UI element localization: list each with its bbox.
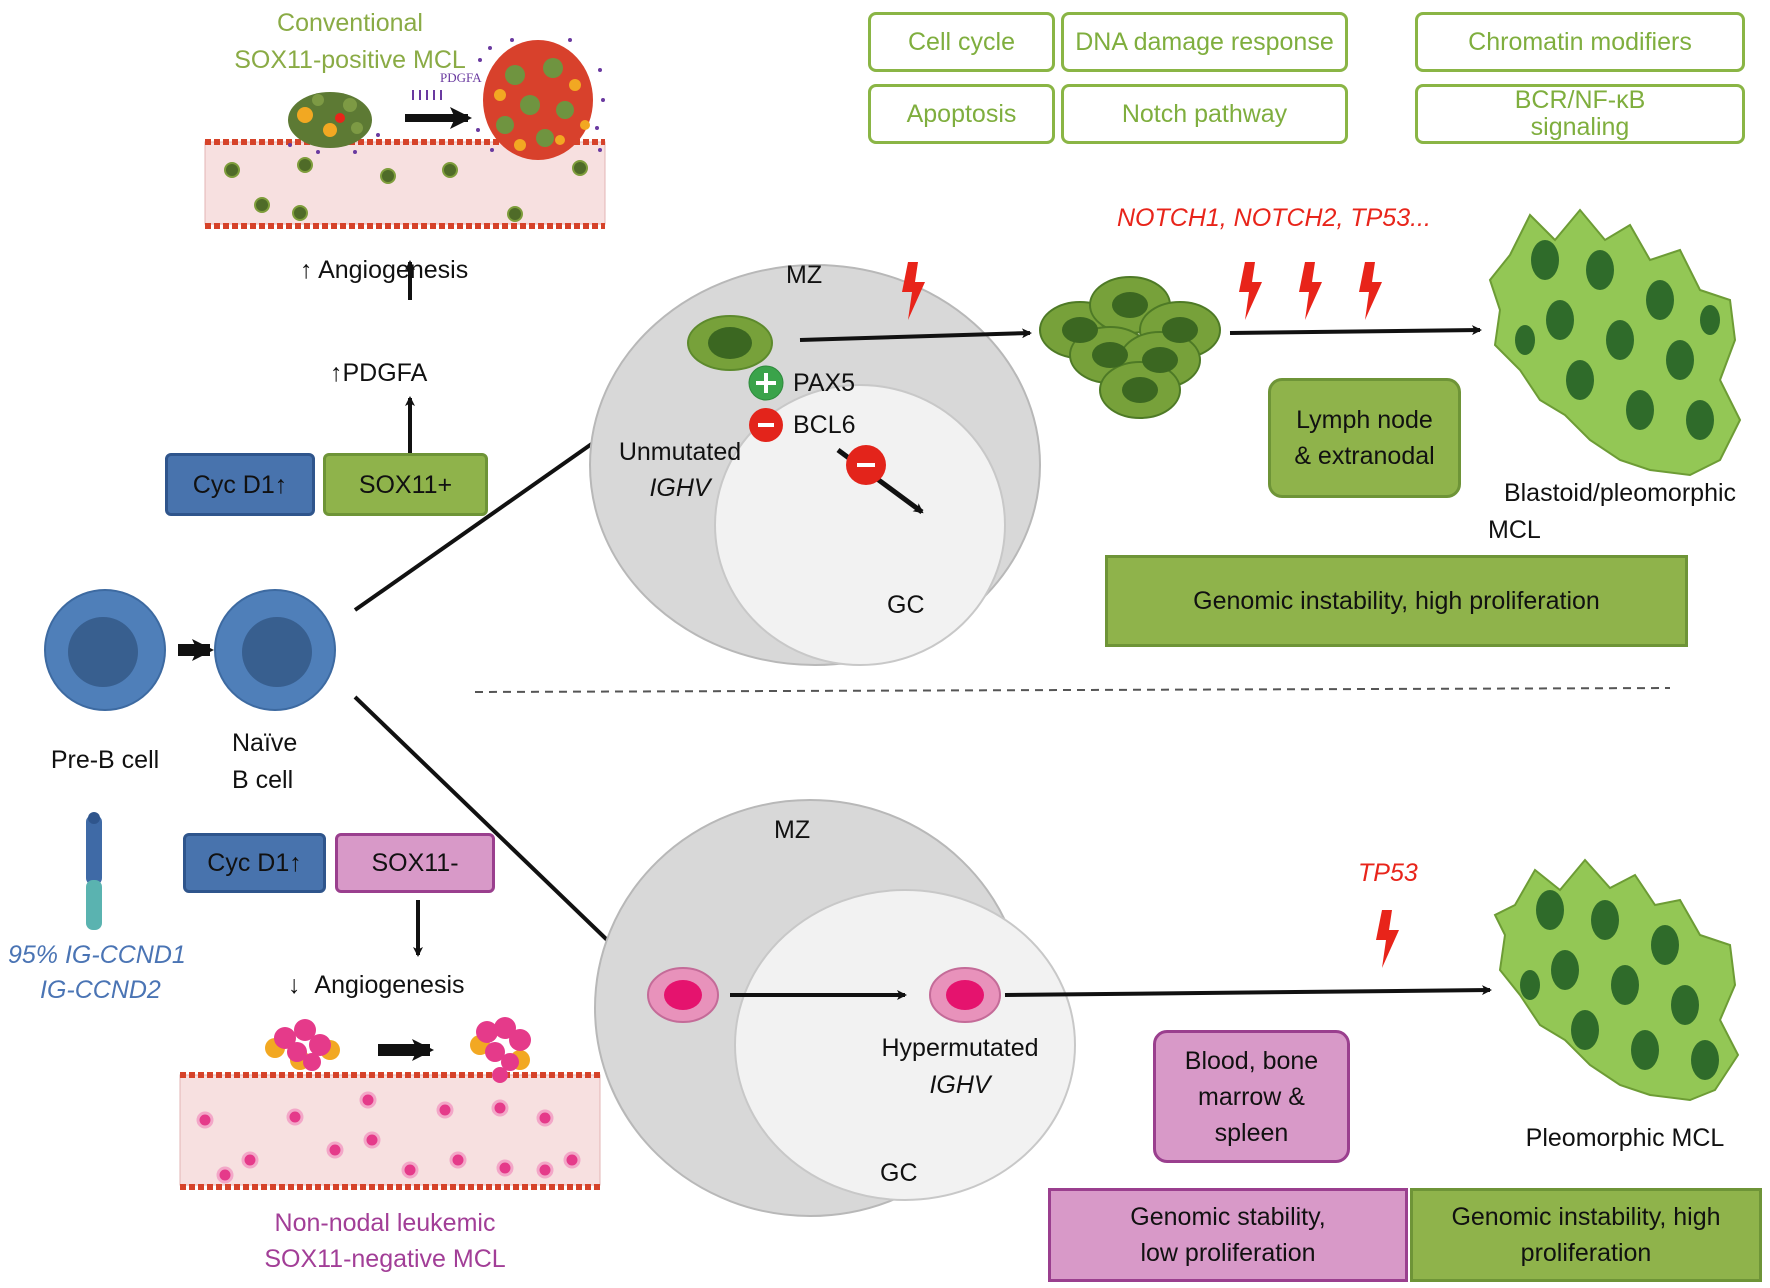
sox11-positive-box: SOX11+ xyxy=(323,453,488,516)
title-conventional-line1: Conventional xyxy=(277,9,423,37)
pleomorphic-label: Pleomorphic MCL xyxy=(1525,1124,1725,1152)
pre-b-label: Pre-B cell xyxy=(50,746,160,774)
pathway-apoptosis: Apoptosis xyxy=(868,84,1055,144)
lymph-node-line2: & extranodal xyxy=(1294,442,1435,470)
mz-cell-pink xyxy=(647,967,719,1023)
pdgfa-dots xyxy=(412,90,442,100)
title-leukemic-line1: Non-nodal leukemic xyxy=(274,1209,496,1237)
mz-label-lower: MZ xyxy=(774,816,811,844)
mz-cell-green-upper xyxy=(687,315,773,371)
follicle-upper xyxy=(589,264,1041,666)
naive-label-line1: Naïve xyxy=(232,729,298,757)
title-leukemic-line2: SOX11-negative MCL xyxy=(264,1245,506,1273)
gc-cell-pink xyxy=(929,967,1001,1023)
stable-line2: low proliferation xyxy=(1140,1239,1316,1267)
mz-label-upper: MZ xyxy=(786,261,823,289)
lymph-node-box: Lymph node & extranodal xyxy=(1268,378,1461,498)
angiogenesis-label: Angiogenesis xyxy=(318,256,469,284)
minus-badge xyxy=(749,408,783,442)
cyc-d1-box-top: Cyc D1↑ xyxy=(165,453,315,516)
tumor-cluster-pink-small xyxy=(265,1019,340,1071)
blood-bone-marrow-box: Blood, bone marrow & spleen xyxy=(1153,1030,1350,1163)
lymph-node-line1: Lymph node xyxy=(1296,406,1433,434)
angiogenesis-label-bottom: Angiogenesis xyxy=(314,971,465,999)
unmutated-label: Unmutated xyxy=(618,438,742,466)
down-arrow-glyph: ↓ xyxy=(288,971,301,999)
chromosome-icon xyxy=(86,812,102,930)
arrow-mz-to-cluster xyxy=(799,328,1032,342)
translocation-line2: IG-CCND2 xyxy=(40,976,161,1004)
separator-dashed xyxy=(474,687,1671,693)
blood-line3: spleen xyxy=(1214,1118,1289,1147)
tumor-cluster-small xyxy=(288,92,372,148)
pdgfa-small-label: PDGFA xyxy=(440,70,482,85)
pleomorphic-mcl-cluster xyxy=(1493,858,1740,1102)
minus-badge-inhibition xyxy=(846,445,886,485)
vessel-bottom xyxy=(179,1017,601,1190)
green-cluster xyxy=(1039,276,1221,419)
mutations-label-upper: NOTCH1, NOTCH2, TP53... xyxy=(1117,204,1431,232)
ighv-label-upper: IGHV xyxy=(649,474,711,502)
translocation-line1: 95% IG-CCND1 xyxy=(8,941,186,969)
unstable-line1: Genomic instability, high xyxy=(1451,1203,1721,1231)
angiogenesis-up: ↑ Angiogenesis xyxy=(300,255,468,285)
naive-label-line2: B cell xyxy=(232,766,294,794)
pathway-chromatin: Chromatin modifiers xyxy=(1415,12,1745,72)
vegf-scatter xyxy=(288,38,605,154)
tumor-cluster-pink-large xyxy=(470,1017,531,1083)
pathway-bcr: BCR/NF-κB signaling xyxy=(1415,84,1745,144)
up-arrow-glyph: ↑ xyxy=(300,256,313,284)
blood-line1: Blood, bone xyxy=(1184,1046,1319,1075)
vessel-top xyxy=(204,38,606,229)
blood-line2: marrow & xyxy=(1198,1082,1305,1111)
pre-b-cell-shape xyxy=(44,589,166,711)
arrow-cluster-to-blastoid xyxy=(1229,325,1482,336)
pdgfa-up: ↑PDGFA xyxy=(330,358,427,388)
naive-b-cell-shape xyxy=(214,589,336,711)
genomic-instability-lower: Genomic instability, high proliferation xyxy=(1410,1188,1762,1282)
bcl6-label: BCL6 xyxy=(793,411,856,439)
genomic-instability-upper: Genomic instability, high proliferation xyxy=(1105,555,1688,647)
stable-line1: Genomic stability, xyxy=(1130,1203,1326,1231)
angiogenesis-down: ↓ Angiogenesis xyxy=(288,970,465,1000)
unstable-line2: proliferation xyxy=(1520,1239,1652,1267)
vessel-top-cells xyxy=(224,157,588,222)
arrow-naive-to-mz-bottom xyxy=(353,695,632,964)
genomic-stability-lower: Genomic stability, low proliferation xyxy=(1048,1188,1408,1282)
pdgfa-label: PDGFA xyxy=(342,359,428,387)
pathway-notch: Notch pathway xyxy=(1061,84,1348,144)
plus-badge xyxy=(748,365,784,401)
follicle-lower xyxy=(594,799,1076,1217)
title-conventional-line2: SOX11-positive MCL xyxy=(234,46,466,74)
tumor-cluster-large xyxy=(483,40,593,160)
ighv-label-lower: IGHV xyxy=(929,1071,991,1099)
pathway-cell-cycle: Cell cycle xyxy=(868,12,1055,72)
up-arrow-glyph: ↑ xyxy=(330,359,343,387)
mutation-label-lower: TP53 xyxy=(1358,859,1418,887)
cyc-d1-box-bottom: Cyc D1↑ xyxy=(183,833,326,893)
blastoid-label-line2: MCL xyxy=(1488,516,1541,544)
hypermutated-label: Hypermutated xyxy=(881,1034,1039,1062)
sox11-negative-box: SOX11- xyxy=(335,833,495,893)
blastoid-mcl-cluster xyxy=(1488,208,1742,477)
gc-label-lower: GC xyxy=(880,1159,918,1187)
pathway-bcr-line1: BCR/NF-κB xyxy=(1514,86,1646,114)
pax5-label: PAX5 xyxy=(793,369,856,397)
arrow-gc-to-pleomorphic xyxy=(1004,985,1492,997)
blastoid-label-line1: Blastoid/pleomorphic xyxy=(1503,479,1737,507)
pathway-bcr-line2: signaling xyxy=(1530,113,1630,141)
vessel-bottom-cells xyxy=(196,1091,581,1184)
gc-label-upper: GC xyxy=(887,591,925,619)
pathway-dna-damage: DNA damage response xyxy=(1061,12,1348,72)
